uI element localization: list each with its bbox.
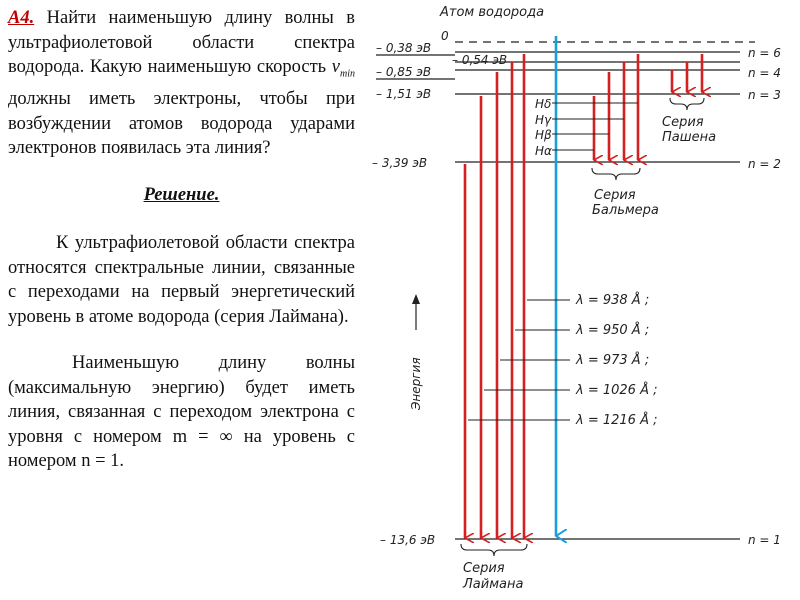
energy-axis-arrowhead xyxy=(412,294,420,304)
problem-statement: А4. Найти наименьшую длину волны в ультр… xyxy=(8,6,355,161)
task-label: А4. xyxy=(8,8,35,28)
wavelength-leader-lines xyxy=(468,299,570,421)
problem-text: Найти наименьшую длину волны в ультрафио… xyxy=(8,8,356,77)
wavelength-950: λ = 950 Å ; xyxy=(575,322,649,338)
level-n1: n = 1 xyxy=(748,533,781,547)
energy-label-151: – 1,51 эВ xyxy=(376,87,431,101)
diagram-title: Атом водорода xyxy=(439,5,544,20)
energy-label-054: – 0,54 эВ xyxy=(452,53,507,67)
balmer-label-h-beta: Hβ xyxy=(535,128,552,142)
lyman-series-label-2: Лаймана xyxy=(462,577,523,592)
wavelength-938: λ = 938 Å ; xyxy=(575,292,649,308)
balmer-series-label-2: Бальмера xyxy=(592,203,659,218)
problem-panel: А4. Найти наименьшую длину волны в ультр… xyxy=(8,6,355,474)
lyman-brace xyxy=(460,543,528,557)
wavelength-1026: λ = 1026 Å ; xyxy=(575,382,657,398)
v-min-symbol: vmin xyxy=(331,57,355,80)
problem-text-continued: должны иметь электроны, чтобы при возбуж… xyxy=(8,89,355,159)
balmer-label-h-gamma: Hγ xyxy=(535,113,552,127)
energy-label-339: – 3,39 эВ xyxy=(372,156,427,170)
paschen-series-label-1: Серия xyxy=(662,115,704,130)
wavelength-1216: λ = 1216 Å ; xyxy=(575,412,657,428)
level-n4: n = 4 xyxy=(748,66,781,80)
balmer-label-h-delta: Hδ xyxy=(535,97,551,111)
energy-label-0: 0 xyxy=(441,29,449,43)
series-braces xyxy=(460,97,705,557)
energy-axis-label: Энергия xyxy=(409,357,423,411)
solution-paragraph-1: К ультрафиолетовой области спектра относ… xyxy=(8,233,355,327)
lyman-arrows xyxy=(463,54,524,538)
energy-label-136: – 13,6 эВ xyxy=(380,533,435,547)
paschen-brace xyxy=(669,97,705,111)
balmer-label-h-alpha: Hα xyxy=(535,144,552,158)
balmer-arrows xyxy=(592,54,638,160)
energy-label-038: – 0,38 эВ xyxy=(376,41,431,55)
level-n3: n = 3 xyxy=(748,88,781,102)
balmer-leader-lines xyxy=(552,102,638,151)
balmer-brace xyxy=(591,167,641,181)
paschen-series-label-2: Пашена xyxy=(662,130,716,145)
level-n2: n = 2 xyxy=(748,157,781,171)
solution-heading: Решение. xyxy=(143,184,220,205)
lyman-series-label-1: Серия xyxy=(463,561,505,576)
level-n6: n = 6 xyxy=(748,46,781,60)
balmer-series-label-1: Серия xyxy=(594,188,636,203)
wavelength-973: λ = 973 Å ; xyxy=(575,352,649,368)
paschen-arrows xyxy=(670,54,702,92)
energy-level-diagram: Атом водорода 0 – 0,38 эВ – 0,54 эВ – 0,… xyxy=(372,5,781,592)
solution-paragraph-2: Наименьшую длину волны (максимальную эне… xyxy=(8,353,355,472)
energy-label-085: – 0,85 эВ xyxy=(376,65,431,79)
energy-axis: Энергия xyxy=(409,294,423,411)
